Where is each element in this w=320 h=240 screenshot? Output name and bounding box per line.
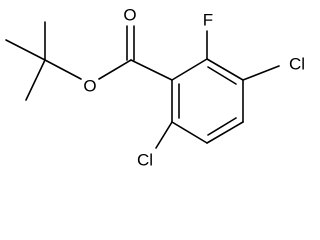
- chemical-structure: O O F Cl Cl: [5, 6, 305, 170]
- bond-ring-chlorine-3: [242, 65, 280, 81]
- ring-inner-double-c2-c3: [207, 66, 237, 85]
- atom-label-chlorine-3: Cl: [289, 55, 305, 74]
- ring-bond-c1-c2: [171, 58, 208, 81]
- bond-oxygen-carbonyl-carbon: [98, 59, 132, 80]
- bond-tbu-oxygen: [44, 59, 82, 80]
- tert-butyl-group: [5, 21, 82, 101]
- benzene-ring: [171, 58, 244, 144]
- atom-label-carbonyl-oxygen: O: [123, 6, 136, 25]
- bond-ring-chlorine-6: [155, 121, 173, 149]
- bond-carbonyl-ring: [130, 59, 173, 81]
- ester-group: [98, 25, 173, 81]
- ring-inner-double-c4-c5: [207, 117, 237, 136]
- atom-label-fluorine: F: [203, 11, 213, 30]
- atom-label-ester-oxygen: O: [83, 77, 96, 96]
- bond-methyl-bottom: [25, 59, 46, 101]
- atom-label-chlorine-6: Cl: [137, 151, 153, 170]
- ring-bond-c2-c3: [206, 58, 244, 81]
- ring-bond-c5-c6: [171, 121, 208, 144]
- bond-methyl-left: [5, 39, 46, 61]
- ring-bond-c4-c5: [206, 121, 244, 144]
